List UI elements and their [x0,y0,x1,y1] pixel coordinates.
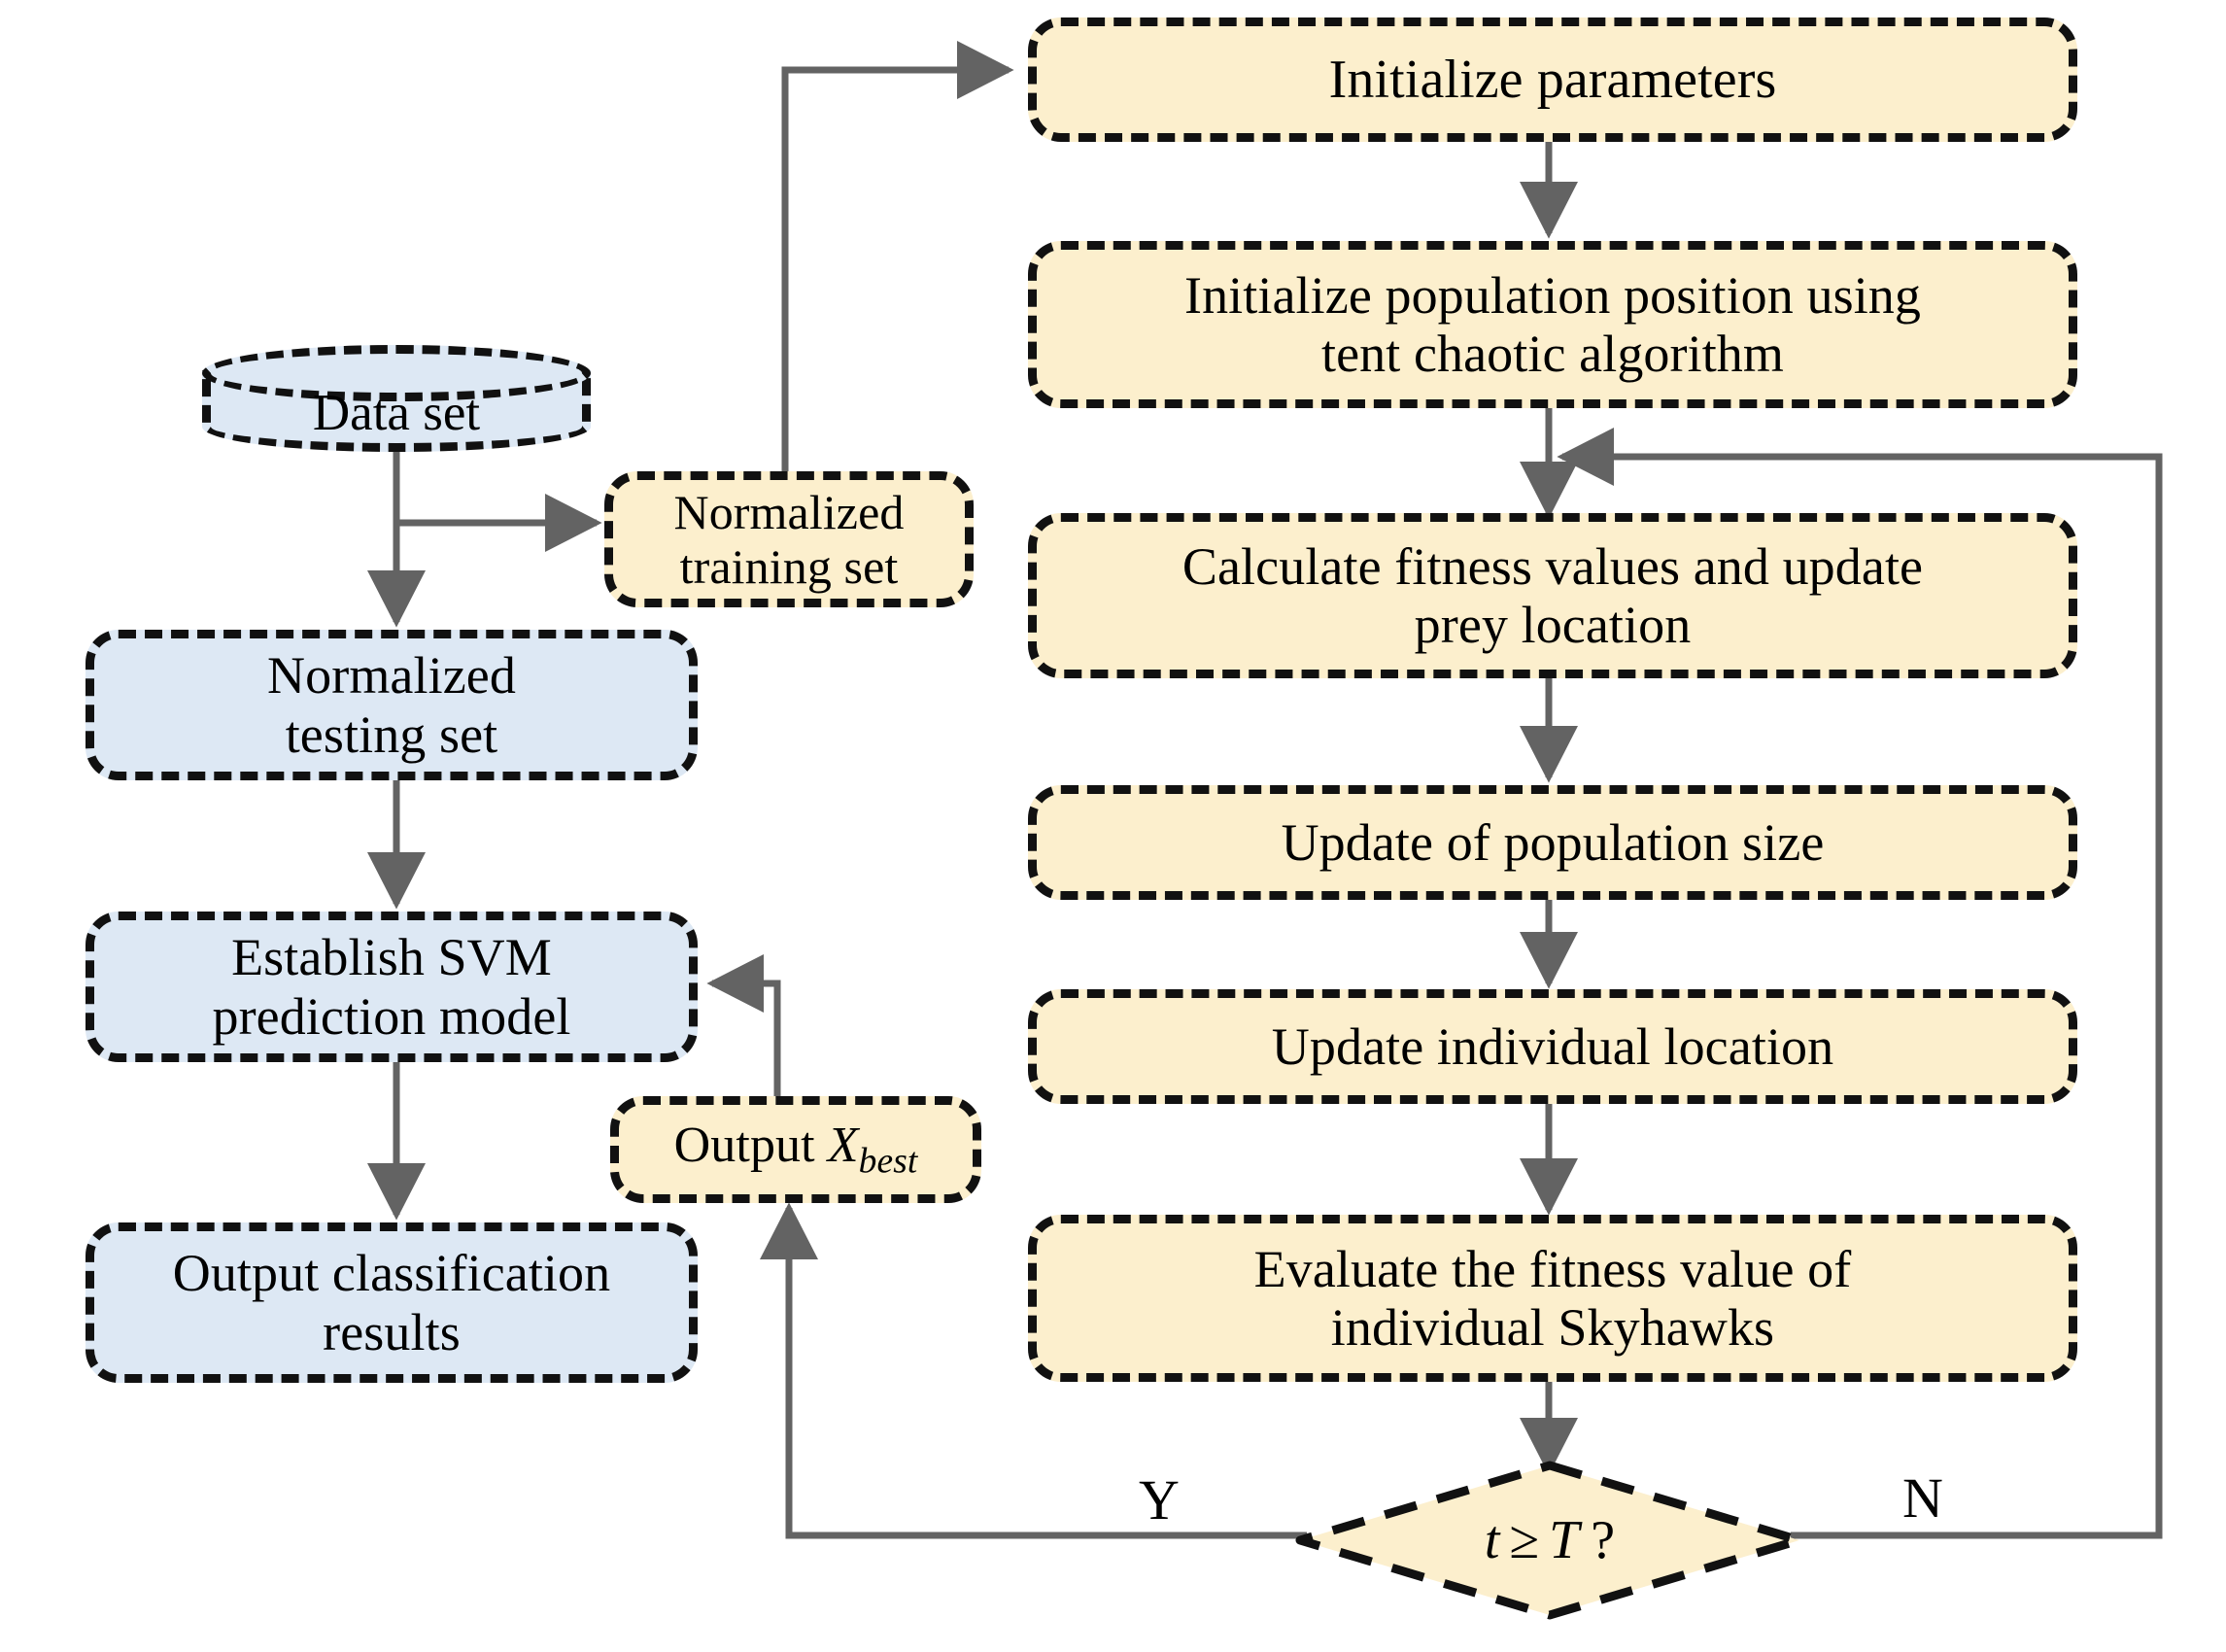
decision-var-T: T [1549,1510,1580,1570]
node-evaluate-fitness-line1: Evaluate the fitness value of [1253,1239,1852,1298]
node-output-results-line2: results [323,1302,461,1361]
node-establish-svm-line2: prediction model [212,986,571,1046]
node-update-individual-location-label: Update individual location [1271,1016,1834,1076]
decision-operator: ≥ [1509,1510,1540,1570]
decision-question-mark: ? [1591,1510,1616,1570]
node-output-classification-results[interactable]: Output classification results [86,1222,698,1383]
node-update-population-size-label: Update of population size [1281,812,1825,872]
node-initialize-population[interactable]: Initialize population position using ten… [1028,241,2077,408]
node-update-population-size[interactable]: Update of population size [1028,785,2077,900]
node-evaluate-fitness[interactable]: Evaluate the fitness value of individual… [1028,1215,2077,1382]
node-normalized-testing-line1: Normalized [267,646,516,706]
node-normalized-training-line1: Normalized [673,485,905,539]
node-normalized-training-set[interactable]: Normalized training set [604,471,974,607]
node-calculate-fitness-line2: prey location [1414,596,1692,654]
node-decision-label: t ≥ T ? [1292,1458,1807,1623]
node-establish-svm-prediction-model[interactable]: Establish SVM prediction model [86,912,698,1062]
node-output-xbest-var: X [827,1117,859,1173]
node-output-xbest-subscript: best [858,1141,918,1182]
cylinder-top [202,345,591,401]
node-establish-svm-line1: Establish SVM [231,928,552,987]
node-update-individual-location[interactable]: Update individual location [1028,989,2077,1104]
node-output-xbest-prefix: Output [673,1117,828,1173]
node-output-results-line1: Output classification [172,1244,611,1303]
node-initialize-parameters[interactable]: Initialize parameters [1028,17,2077,142]
node-data-set[interactable]: Data set [202,345,591,452]
node-normalized-testing-line2: testing set [285,705,498,764]
node-calculate-fitness-line1: Calculate fitness values and update [1181,536,1924,596]
edge-training-to-init [781,40,1014,486]
node-initialize-population-line1: Initialize population position using [1183,265,1922,325]
node-calculate-fitness[interactable]: Calculate fitness values and update prey… [1028,513,2077,678]
edge-label-no: N [1902,1466,1943,1530]
node-normalized-training-line2: training set [679,539,899,594]
node-normalized-testing-set[interactable]: Normalized testing set [86,630,698,780]
node-evaluate-fitness-line2: individual Skyhawks [1330,1298,1775,1357]
decision-var-t: t [1484,1510,1500,1570]
node-output-xbest[interactable]: Output Xbest [610,1096,981,1203]
node-data-set-label: Data set [312,385,481,441]
node-initialize-population-line2: tent chaotic algorithm [1320,325,1785,383]
node-initialize-parameters-label: Initialize parameters [1328,49,1777,110]
edge-label-yes: Y [1139,1468,1180,1532]
node-decision-t-ge-T[interactable]: t ≥ T ? [1292,1458,1807,1623]
